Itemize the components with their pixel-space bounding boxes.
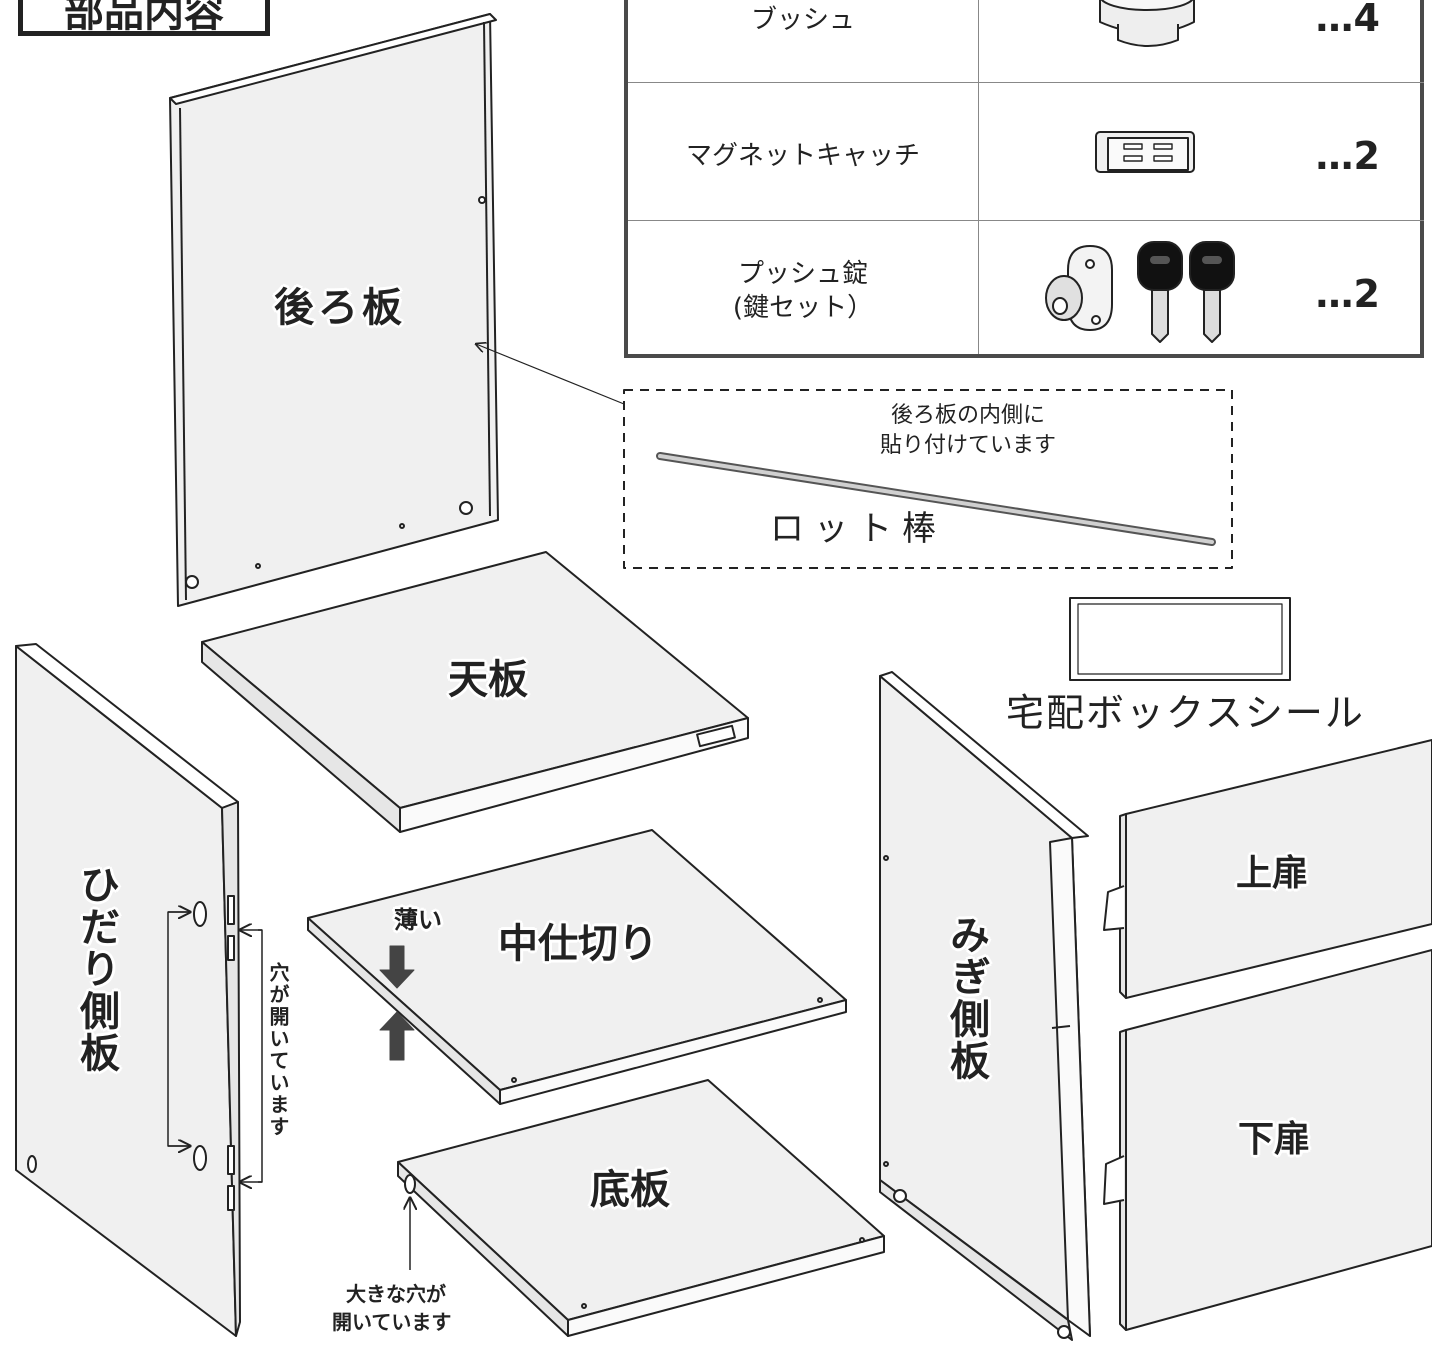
sticker-label: 宅配ボックスシール [1006,691,1365,735]
rod-inset-box [476,344,1233,569]
upper-door-label: 上扉 [1236,853,1309,894]
magnet-catch-icon [1095,131,1195,173]
right-side-panel-label: みぎ側板 [943,914,989,1082]
thin-edge-arrows [379,945,415,1061]
rod-note-line2: 貼り付けています [879,433,1056,458]
part-quantity: …2 [1315,272,1380,316]
left-side-panel-drawing [15,643,241,1337]
table-row: ブッシュ …4 [628,0,1424,83]
bushing-icon [1099,0,1195,47]
holes-open-note: 穴が開いています [266,962,290,1138]
bottom-panel-drawing [397,1079,885,1337]
part-name: ブッシュ [750,5,855,35]
push-lock-key-set-icon [1045,241,1235,343]
lower-door-drawing [1103,949,1432,1331]
rod-label: ロット棒 [770,509,946,549]
top-panel-drawing [201,551,749,833]
table-row: マグネットキャッチ …2 [628,82,1424,221]
part-name-line2: (鍵セット） [732,293,874,323]
large-hole-note-line1: 大きな穴が [346,1282,446,1306]
table-column-divider [978,0,979,354]
delivery-box-sticker-drawing [1069,597,1291,681]
rod-note-line1: 後ろ板の内側に [890,403,1045,428]
back-panel-label: 後ろ板 [274,285,406,331]
middle-shelf-drawing [307,829,847,1105]
back-panel-drawing [169,13,499,607]
thin-edge-note: 薄い [394,906,442,934]
middle-shelf-label: 中仕切り [498,921,658,967]
top-panel-label: 天板 [448,657,528,703]
part-name-line1: プッシュ錠 [737,259,868,289]
lower-door-label: 下扉 [1238,1119,1311,1160]
part-quantity: …4 [1315,0,1380,40]
part-quantity: …2 [1315,134,1380,178]
parts-table: ブッシュ …4 マグネットキャッチ …2 プッシュ錠 (鍵セット） …2 [624,0,1424,358]
part-name: マグネットキャッチ [685,141,920,171]
large-hole-note-line2: 開いています [332,1310,452,1334]
left-side-panel-label: ひだり側板 [73,864,119,1074]
table-row: プッシュ錠 (鍵セット） …2 [628,220,1424,358]
holes-annotation-lines [167,912,263,1182]
right-side-panel-drawing [879,671,1091,1341]
upper-door-drawing [1103,739,1432,999]
section-title: 部品内容 [18,0,270,36]
bottom-panel-label: 底板 [590,1167,670,1213]
